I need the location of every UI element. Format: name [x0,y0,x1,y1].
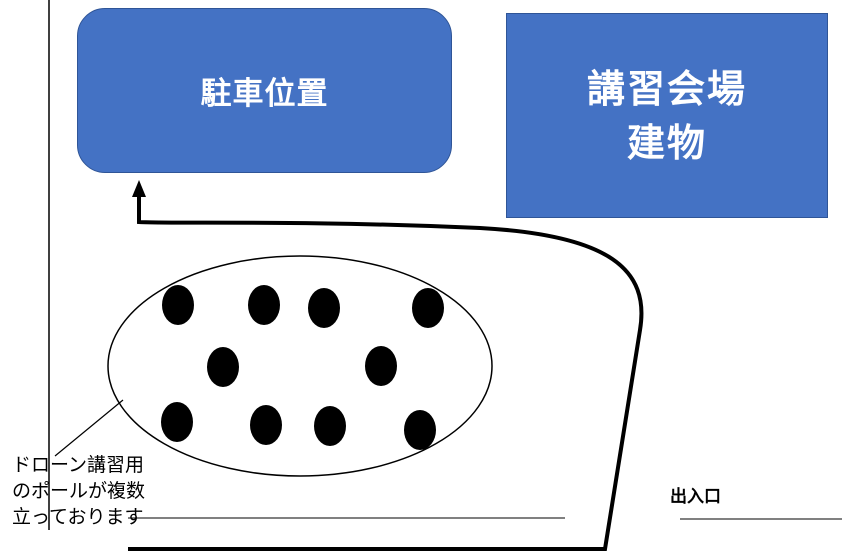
pole [162,285,194,325]
entrance-label: 出入口 [670,487,721,507]
pole [412,288,444,328]
route-arrow-head [132,180,146,197]
route-path [128,196,644,551]
pole [161,402,193,442]
drone-pole-label: ドローン講習用 のポールが複数 立っております [12,452,145,530]
pole-group [161,285,444,450]
drone-pole-label-line: ドローン講習用 [12,454,145,476]
label-leader-line [54,399,124,457]
pole [207,347,239,387]
venue-label-line1: 講習会場 [586,66,747,111]
venue-label-line2: 建物 [626,120,707,165]
pole [404,410,436,450]
drone-area-oval [107,255,493,477]
drone-pole-label-line: のポールが複数 [12,480,146,502]
pole [365,346,397,386]
pole [308,288,340,328]
venue-building-box: 講習会場 建物 [506,13,828,218]
pole [314,406,346,446]
pole [250,405,282,445]
parking-label: 駐車位置 [200,76,329,112]
drone-pole-label-line: 立っております [12,506,144,528]
parking-area-box: 駐車位置 [77,8,452,173]
pole [248,285,280,325]
